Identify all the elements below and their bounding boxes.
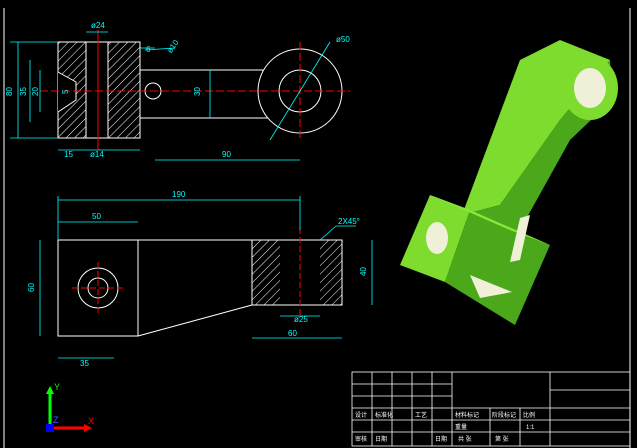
- top-dim-d14: ø14: [90, 150, 104, 159]
- top-dim-d50: ø50: [336, 35, 350, 44]
- top-dim-d5: 5: [61, 89, 70, 94]
- front-dim-d40: 40: [359, 267, 368, 276]
- top-dim-d20: 20: [31, 87, 40, 96]
- front-dim-d190: 190: [172, 190, 186, 199]
- front-view[interactable]: 190 50 2X45° 60 40 ø25 60 35: [27, 190, 373, 368]
- tb-cell-0: 设计: [355, 411, 367, 419]
- top-boss-hatch-right: [108, 42, 140, 138]
- top-dim-d10: ø10: [165, 38, 181, 55]
- ucs-z-label: Z: [53, 415, 59, 425]
- top-dim-d6: 6: [146, 45, 151, 54]
- front-dim-d50: 50: [92, 212, 101, 221]
- front-dim-d25: ø25: [294, 315, 308, 324]
- top-dim-d15: 15: [64, 150, 73, 159]
- tb-cell-4: 工艺: [415, 411, 427, 419]
- ucs-y-label: Y: [54, 382, 60, 392]
- tb-cell-6: 材料标记: [455, 411, 479, 419]
- front-dim-d60b: 60: [288, 329, 297, 338]
- tb-cell-8: 重量: [455, 423, 467, 431]
- tb-cell-2: 审核: [355, 435, 367, 443]
- front-dim-chamfer: 2X45°: [338, 217, 360, 226]
- top-dim-d35: 35: [19, 87, 28, 96]
- ucs-icon: Y X Z: [46, 382, 94, 432]
- top-dim-d24: ø24: [91, 21, 105, 30]
- front-arm-bottom: [137, 304, 253, 337]
- top-dim-d90: 90: [222, 150, 231, 159]
- tb-cell-3: 日期: [375, 435, 387, 443]
- tb-cell-9: 比例: [523, 411, 535, 419]
- tb-cell-12: 1:1: [526, 425, 535, 431]
- model-pin: [510, 215, 530, 262]
- front-block-outline: [57, 239, 139, 337]
- tb-cell-7: 阶段标记: [492, 411, 516, 419]
- front-boss-hatch-right: [320, 240, 342, 305]
- top-bore: [85, 41, 109, 139]
- model-v-notch: [470, 275, 512, 298]
- tb-cell-5: 日期: [435, 435, 447, 443]
- 3d-model-lever[interactable]: [400, 40, 618, 325]
- front-boss-hatch-left: [252, 240, 280, 305]
- front-dim-d60: 60: [27, 283, 36, 292]
- top-view[interactable]: ø24 6 ø10 ø50 80 35 20 5 30 15 ø14 90: [5, 21, 350, 161]
- tb-cell-11: 第 张: [495, 435, 509, 443]
- ucs-x-label: X: [88, 416, 94, 426]
- top-dim-d30: 30: [193, 87, 202, 96]
- model-eye-hole: [574, 68, 606, 108]
- tb-cell-1: 标准化: [375, 411, 393, 419]
- front-dim-d35: 35: [80, 359, 89, 368]
- tb-cell-10: 共 张: [458, 435, 472, 443]
- title-block[interactable]: [351, 371, 631, 447]
- model-block-hole: [426, 222, 448, 254]
- top-dim-d80: 80: [5, 87, 14, 96]
